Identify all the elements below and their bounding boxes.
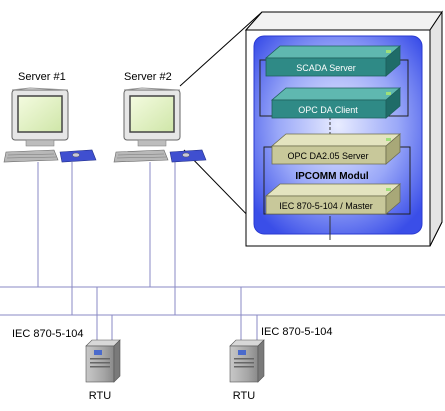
ipcomm-module-box: SCADA Server OPC DA Client OPC DA2.05 Se…: [244, 10, 443, 247]
opc-da-client-layer: OPC DA Client: [270, 87, 402, 119]
network-lines: [0, 162, 445, 345]
rtu-1-label: RTU: [89, 390, 111, 402]
rtu-2: RTU: [229, 339, 265, 402]
ipcomm-module-label: IPCOMM Modul: [295, 171, 369, 182]
rtu-2-label: RTU: [233, 390, 255, 402]
iec-master-label: IEC 870-5-104 / Master: [279, 201, 373, 211]
rtu-1: RTU: [85, 339, 121, 402]
server-1: Server #1: [3, 71, 97, 163]
scada-server-label: SCADA Server: [296, 63, 356, 73]
opc-da-server-label: OPC DA2.05 Server: [287, 151, 368, 161]
server-2: Server #2: [113, 71, 207, 163]
server-1-label: Server #1: [18, 71, 66, 83]
server-2-label: Server #2: [124, 71, 172, 83]
scada-server-layer: SCADA Server: [264, 45, 402, 77]
keyboard-icon: [113, 149, 169, 163]
keyboard-icon: [3, 149, 59, 163]
iec-master-layer: IEC 870-5-104 / Master: [264, 183, 402, 215]
network-label-right: IEC 870-5-104: [261, 326, 333, 338]
opc-da-server-layer: OPC DA2.05 Server: [270, 133, 402, 165]
opc-da-client-label: OPC DA Client: [298, 105, 358, 115]
network-label-left: IEC 870-5-104: [12, 328, 84, 340]
